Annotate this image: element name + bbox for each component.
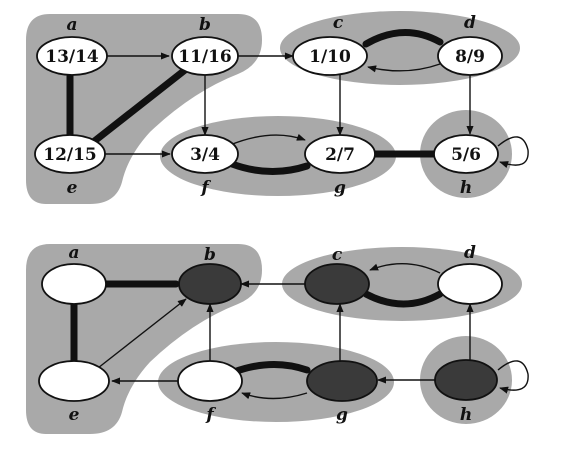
top-node-f-times: 3/4 — [190, 145, 220, 165]
top-node-b: 11/16 b — [171, 15, 239, 76]
bottom-graph: a b c d e f g h — [26, 243, 529, 434]
top-node-e: 12/15 e — [34, 134, 106, 198]
tree-edge-c-d — [362, 29, 444, 48]
t-edge-e-b — [97, 298, 187, 369]
top-node-a-times: 13/14 — [45, 47, 99, 67]
bottom-label-d: d — [464, 243, 476, 263]
top-label-c: c — [333, 13, 344, 33]
bottom-node-b: b — [178, 245, 242, 305]
bottom-node-a: a — [41, 243, 107, 305]
bottom-node-e: e — [38, 360, 110, 425]
top-node-d-times: 8/9 — [455, 47, 485, 67]
bottom-label-b: b — [204, 245, 216, 265]
top-label-d: d — [464, 13, 476, 33]
edge-h-self — [497, 136, 529, 168]
top-node-b-times: 11/16 — [178, 47, 232, 67]
bottom-node-f: f — [177, 360, 243, 425]
edge-d-c — [367, 63, 441, 73]
t-tree-edge-c-d — [362, 290, 444, 308]
top-node-a: 13/14 a — [36, 15, 108, 76]
top-node-f: 3/4 f — [171, 134, 239, 198]
bottom-label-f: f — [205, 405, 216, 425]
t-edge-h-self — [497, 360, 529, 394]
top-node-h: 5/6 h — [433, 134, 499, 198]
top-label-b: b — [199, 15, 211, 35]
bottom-node-g: g — [306, 360, 378, 425]
edge-f-g — [229, 133, 306, 146]
tree-edge-g-f — [228, 160, 311, 176]
top-node-g-times: 2/7 — [325, 145, 355, 165]
bottom-node-c: c — [304, 245, 370, 305]
top-node-h-times: 5/6 — [451, 145, 481, 165]
bottom-label-e: e — [69, 405, 80, 425]
bottom-label-c: c — [332, 245, 343, 265]
top-node-c: 1/10 c — [292, 13, 368, 76]
t-edge-d-c — [369, 262, 441, 274]
top-label-e: e — [67, 178, 78, 198]
top-label-f: f — [200, 178, 211, 198]
top-label-h: h — [460, 178, 472, 198]
bottom-label-g: g — [336, 405, 348, 425]
top-label-g: g — [334, 178, 346, 198]
tree-edge-e-b — [88, 66, 189, 147]
top-node-e-times: 12/15 — [43, 145, 97, 165]
t-tree-edge-f-g — [230, 360, 311, 376]
top-graph: 13/14 a 11/16 b 1/10 c 8/9 d 12/15 e 3/4… — [26, 11, 529, 204]
top-node-c-times: 1/10 — [309, 47, 351, 67]
bottom-label-a: a — [68, 243, 79, 263]
top-node-d: 8/9 d — [437, 13, 503, 76]
t-edge-g-f — [241, 392, 308, 400]
top-node-g: 2/7 g — [304, 134, 376, 198]
bottom-node-d: d — [437, 243, 503, 305]
bottom-node-h: h — [434, 359, 498, 425]
bottom-label-h: h — [460, 405, 472, 425]
top-label-a: a — [66, 15, 77, 35]
